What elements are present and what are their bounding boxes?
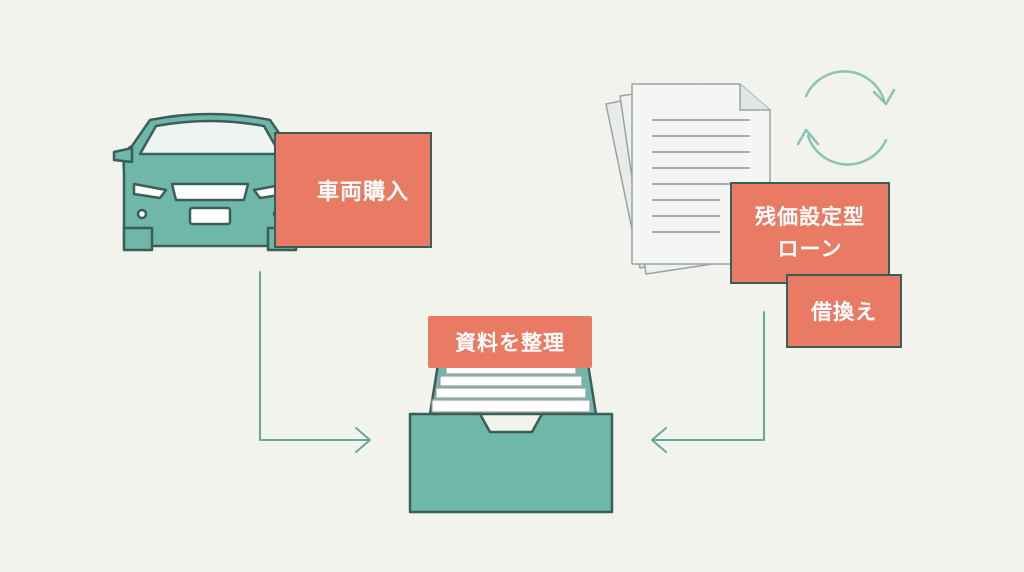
organize-documents-label: 資料を整理 bbox=[428, 316, 592, 368]
residual-value-loan-line-1: 残価設定型 bbox=[755, 205, 865, 229]
residual-value-loan-label: 残価設定型 ローン bbox=[730, 182, 890, 284]
arrow-loan-to-box bbox=[651, 311, 765, 453]
refinance-label: 借換え bbox=[786, 274, 902, 348]
car-purchase-label: 車両購入 bbox=[274, 132, 432, 248]
residual-value-loan-line-2: ローン bbox=[777, 237, 843, 261]
arrow-car-to-box bbox=[259, 271, 371, 453]
document-stack-icon bbox=[605, 83, 771, 275]
refresh-cycle-icon bbox=[796, 70, 896, 166]
file-box-icon bbox=[408, 362, 614, 514]
